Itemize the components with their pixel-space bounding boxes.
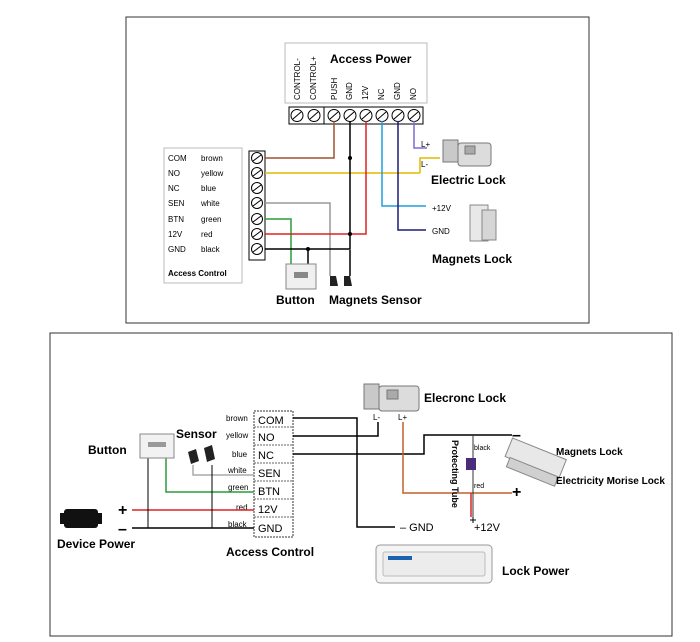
device-power-icon — [60, 509, 102, 528]
access-power-box — [284, 42, 428, 104]
term-btn: BTN — [258, 486, 280, 498]
lock-power-box — [375, 544, 493, 584]
l-minus-top: L- — [421, 160, 428, 169]
wire-blue-top — [381, 121, 426, 207]
power-screws — [290, 109, 421, 122]
button-device-bottom — [139, 433, 175, 459]
term-com: COM — [258, 415, 284, 427]
controller-terminal-block-bottom — [253, 410, 294, 538]
terminal-labels-bottom: COM NO NC SEN BTN 12V GND — [258, 415, 284, 535]
wire-label-red: red — [236, 503, 248, 512]
electricity-morise-lock-wrap: Electricity Morise Lock — [556, 476, 665, 487]
terminal-label-push: PUSH — [330, 78, 339, 100]
v12-top: +12V — [432, 204, 452, 213]
tube-black-label: black — [474, 445, 491, 452]
lock-power-gnd: – GND — [400, 522, 434, 534]
row-term-no: NO — [168, 169, 180, 178]
l-plus-top: L+ — [421, 140, 430, 149]
terminal-label-control-minus: CONTROL- — [293, 58, 302, 100]
term-12v: 12V — [258, 504, 278, 516]
row-wire-black: black — [201, 245, 221, 254]
wire-green-top — [265, 218, 292, 266]
top-wires — [265, 121, 440, 276]
tube-red-label: red — [474, 483, 484, 490]
term-no: NO — [258, 432, 275, 444]
protecting-tube — [466, 458, 476, 470]
row-wire-red: red — [201, 230, 213, 239]
row-wire-white: white — [200, 199, 220, 208]
electronic-lock-device — [363, 383, 420, 412]
row-term-nc: NC — [168, 184, 180, 193]
wire-red-top — [265, 121, 367, 235]
magnets-lock-label-top: Magnets Lock — [432, 252, 512, 266]
access-control-box — [163, 147, 243, 284]
terminal-label-no: NO — [409, 88, 418, 100]
electronic-lock-l-plus: L+ — [398, 413, 407, 422]
row-wire-yellow: yellow — [201, 169, 223, 178]
wire-label-yellow: yellow — [226, 431, 248, 440]
magnets-lock-device — [469, 204, 497, 242]
terminal-dividers — [254, 426, 293, 518]
magnets-lock-plus: + — [512, 484, 521, 501]
wire-label-brown: brown — [226, 414, 248, 423]
sensor-label: Sensor — [176, 427, 217, 441]
wire-label-black: black — [228, 520, 248, 529]
electric-lock-label: Electric Lock — [431, 173, 506, 187]
terminal-label-control-plus: CONTROL+ — [309, 56, 318, 100]
row-term-btn: BTN — [168, 215, 184, 224]
lock-power-label: Lock Power — [502, 564, 570, 578]
device-power-plus: + — [118, 502, 127, 519]
bottom-panel-frame — [49, 332, 673, 637]
terminal-label-nc: NC — [377, 88, 386, 100]
device-power-label: Device Power — [57, 537, 135, 551]
magnets-sensor-device — [330, 276, 352, 286]
wire-color-labels: brown yellow blue white green red black — [226, 414, 248, 529]
row-term-sen: SEN — [168, 199, 185, 208]
magnets-sensor-label: Magnets Sensor — [329, 293, 422, 307]
row-wire-green: green — [201, 215, 221, 224]
magnets-lock-device-bottom — [504, 437, 568, 487]
access-control-title-bottom: Access Control — [226, 545, 314, 559]
button-device-top — [285, 263, 317, 290]
gnd-top: GND — [432, 227, 450, 236]
wire-purple-top — [413, 121, 427, 149]
wire-brown-top — [265, 121, 335, 159]
sensor-device — [188, 445, 215, 464]
terminal-label-gnd-1: GND — [345, 82, 354, 100]
electronic-lock-label: Elecronc Lock — [424, 391, 506, 405]
wire-black-top — [265, 121, 351, 250]
electricity-morise-lock-label: Electricity Morise Lock — [556, 476, 665, 487]
controller-screws — [251, 152, 263, 255]
row-term-com: COM — [168, 154, 187, 163]
row-wire-brown: brown — [201, 154, 223, 163]
button-label-bottom: Button — [88, 443, 127, 457]
controller-rows: COM brown NO yellow NC blue SEN white BT… — [168, 154, 223, 254]
term-sen: SEN — [258, 468, 281, 480]
wire-label-blue: blue — [232, 450, 248, 459]
terminal-label-gnd-2: GND — [393, 82, 402, 100]
lock-power-12v: +12V — [474, 522, 501, 534]
terminal-label-12v: 12V — [361, 85, 370, 100]
magnets-lock-minus: – — [512, 427, 521, 444]
electric-lock-device — [442, 139, 492, 167]
row-term-gnd: GND — [168, 245, 186, 254]
access-control-title-top: Access Control — [168, 269, 227, 278]
wire-label-green: green — [228, 483, 248, 492]
wire-white-top — [265, 202, 331, 276]
bottom-wires — [132, 417, 512, 529]
wire-navy-top — [397, 121, 426, 231]
row-wire-blue: blue — [201, 184, 217, 193]
magnets-lock-label-bottom: Magnets Lock — [556, 447, 623, 458]
protecting-tube-label: Protecting Tube — [450, 440, 460, 508]
electronic-lock-l-minus: L- — [373, 413, 380, 422]
wire-label-white: white — [227, 466, 247, 475]
device-power-minus: – — [118, 521, 127, 538]
button-label-top: Button — [276, 293, 315, 307]
row-term-12v: 12V — [168, 230, 183, 239]
access-power-title: Access Power — [330, 52, 412, 66]
term-gnd: GND — [258, 523, 283, 535]
term-nc: NC — [258, 450, 274, 462]
